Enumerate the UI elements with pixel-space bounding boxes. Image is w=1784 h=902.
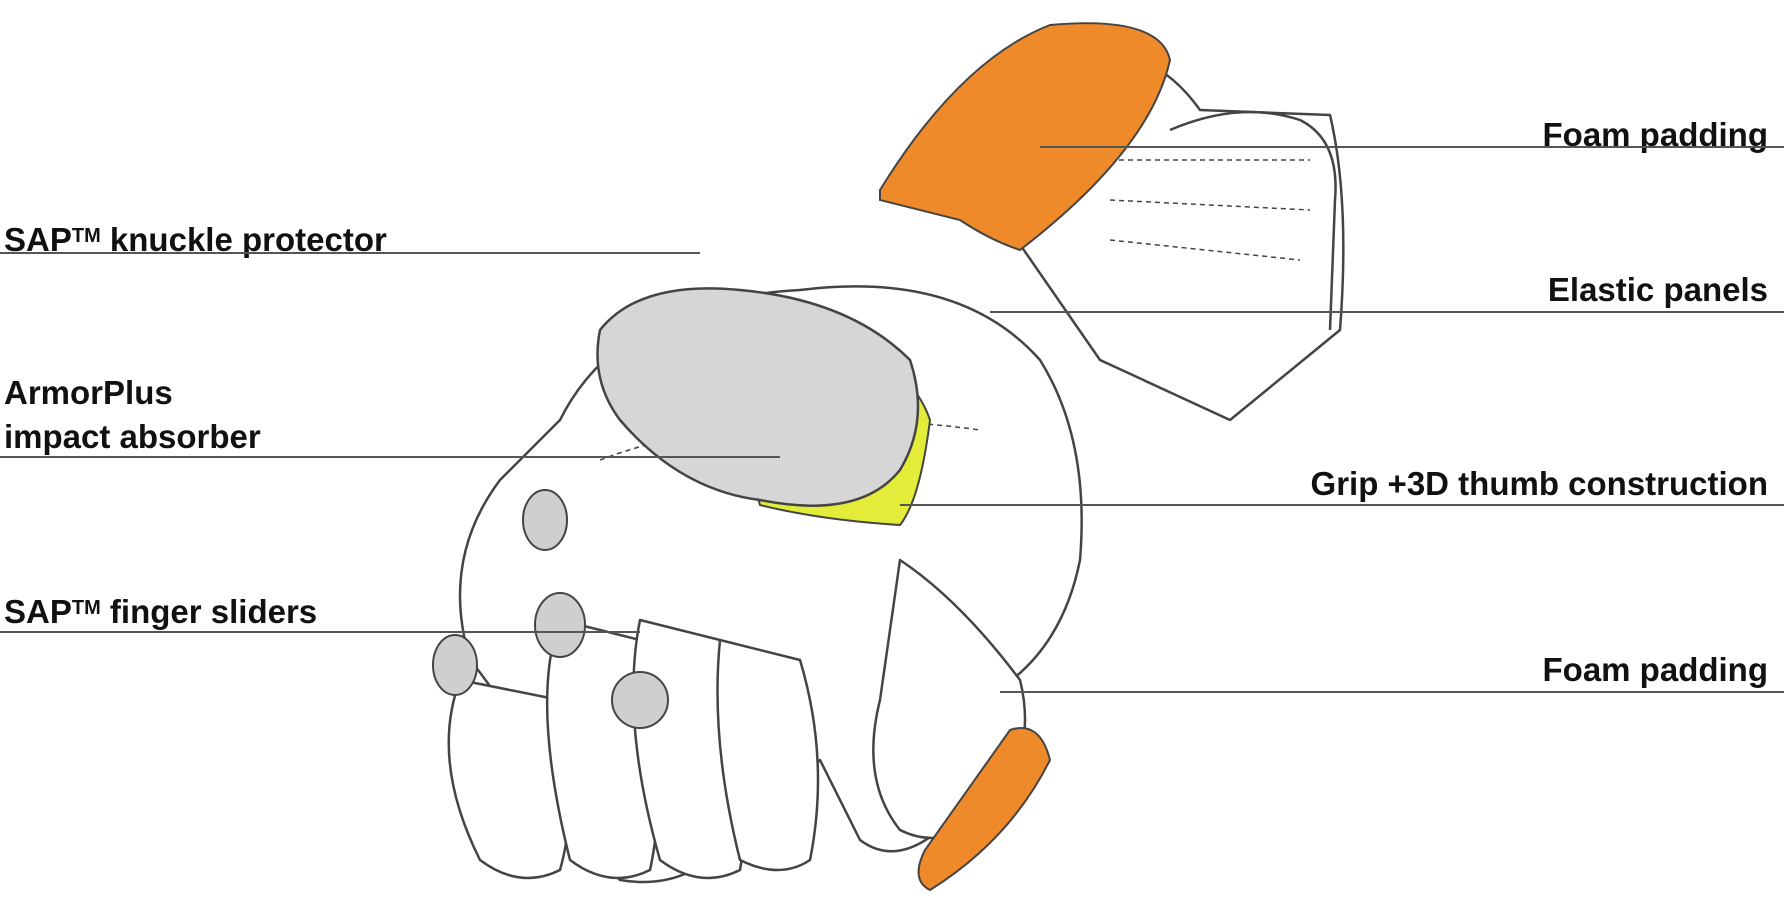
leader-line-grip [900,504,1784,506]
trademark: TM [71,597,101,619]
label-grip-thumb: Grip +3D thumb construction [1310,465,1768,502]
leader-line-sliders [0,631,640,633]
foam-padding-bottom [917,727,1052,892]
foam-padding-top [879,22,1172,252]
label-sap-knuckle-protector: SAPTM knuckle protector [4,218,387,262]
sap-knuckle-protector [596,287,920,507]
leader-line-foam-top [1040,146,1784,148]
label-sap-finger-sliders: SAPTM finger sliders [4,590,317,634]
label-foam-padding-top: Foam padding [1542,116,1769,153]
label-text: SAP [4,593,72,630]
cuff-strap [1169,110,1337,331]
leader-line-armorplus [0,456,780,458]
sap-finger-slider [534,592,586,658]
leader-line-elastic [990,311,1784,313]
label-elastic-panels: Elastic panels [1547,271,1768,308]
leader-line-knuckle [0,252,700,254]
sap-finger-slider [522,489,568,551]
glove-finger [716,638,820,872]
sap-finger-slider [611,671,669,729]
label-text: finger sliders [109,593,318,630]
label-armorplus-line2: impact absorber [4,418,261,455]
label-foam-padding-bottom: Foam padding [1542,651,1769,688]
leader-line-foam-bottom [1000,691,1784,693]
sap-finger-slider [432,634,478,696]
label-text: SAP [4,221,72,258]
trademark: TM [71,225,101,247]
label-armorplus-line1: ArmorPlus [4,374,173,411]
label-text: knuckle protector [109,221,387,258]
